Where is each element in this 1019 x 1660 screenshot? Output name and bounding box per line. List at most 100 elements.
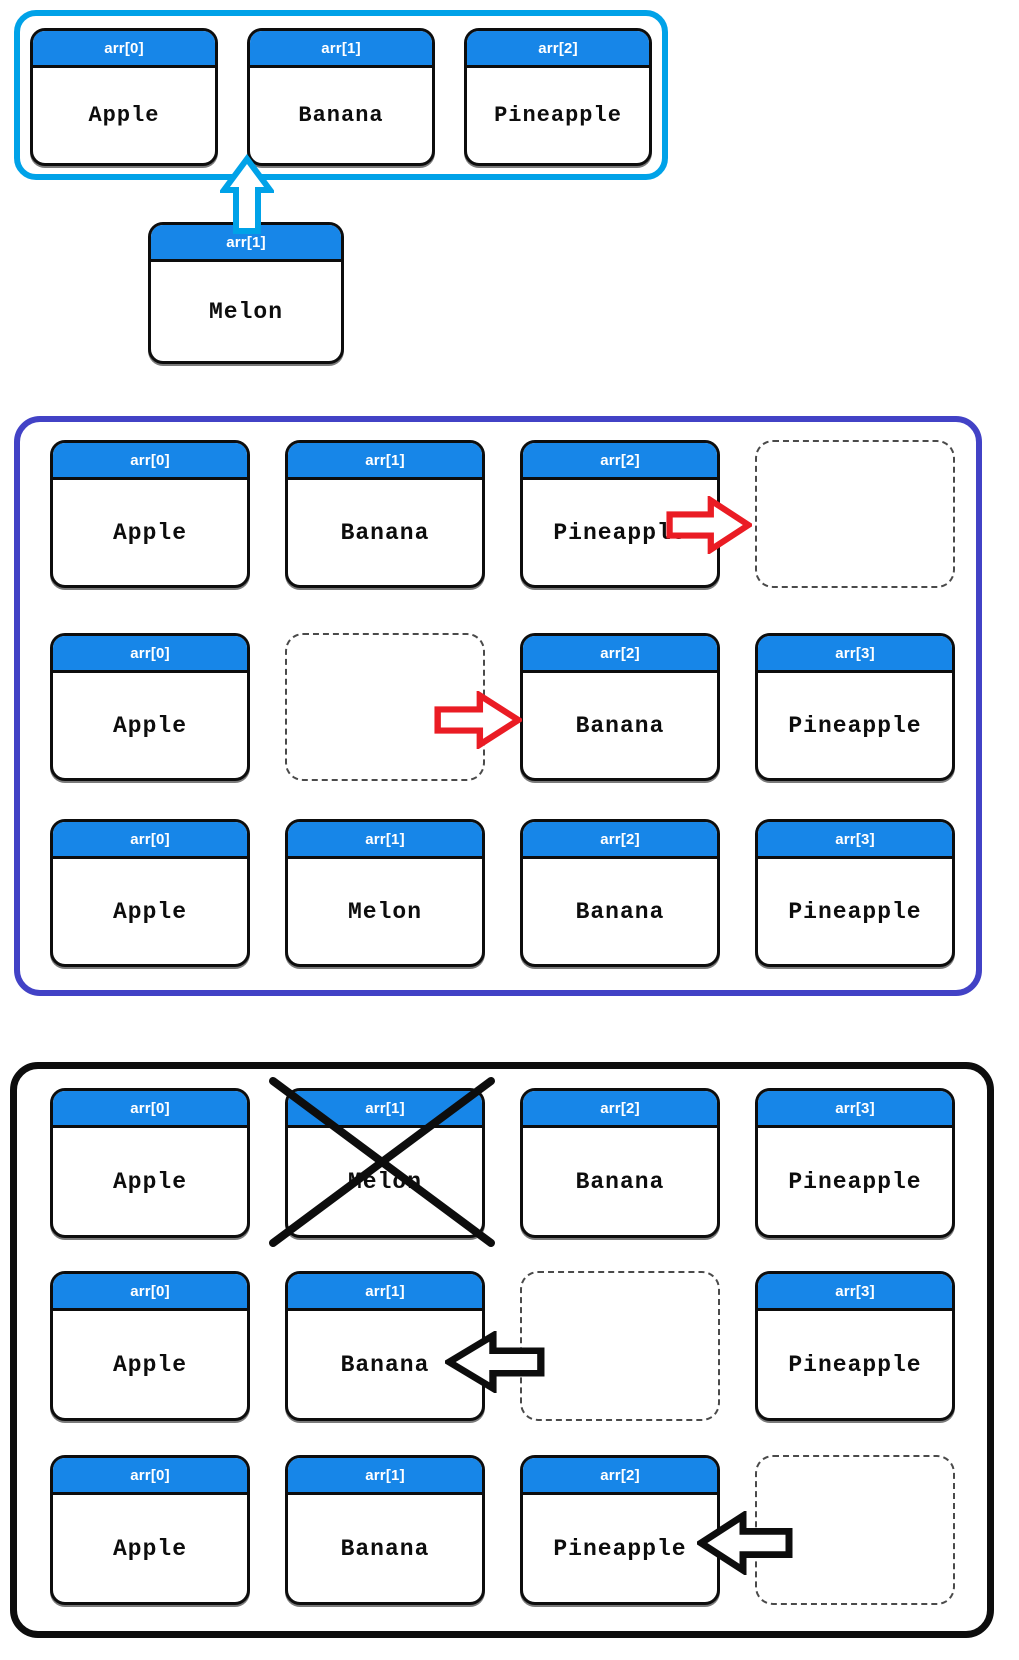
cell-index-label: arr[2] <box>600 644 640 662</box>
cell-value: Apple <box>88 103 160 128</box>
empty-slot-box <box>520 1271 720 1421</box>
cell-index-header: arr[3] <box>758 1274 952 1311</box>
cell-index-label: arr[2] <box>600 1466 640 1484</box>
cell-index-header: arr[0] <box>33 31 215 68</box>
cell-value: Apple <box>112 898 187 925</box>
cell-index-label: arr[2] <box>538 39 578 57</box>
right-arrow-icon <box>666 496 752 554</box>
insertion-step-row: arr[0] Apple arr[1] Banana arr[2] Pineap… <box>20 440 976 588</box>
array-cell: arr[2] Banana <box>520 1088 720 1238</box>
array-slot: arr[0] Apple <box>50 1455 250 1605</box>
array-slot: arr[2] Pineapple <box>520 440 720 588</box>
array-cell: arr[0] Apple <box>30 28 218 166</box>
insertion-steps-group: arr[0] Apple arr[1] Banana arr[2] Pineap… <box>14 416 982 996</box>
cell-index-header: arr[2] <box>523 443 717 480</box>
array-slot: arr[1] Banana <box>285 440 485 588</box>
cell-index-label: arr[0] <box>130 644 170 662</box>
cell-index-header: arr[1] <box>288 1458 482 1495</box>
array-cell: arr[2] Pineapple <box>464 28 652 166</box>
left-arrow-icon <box>445 1331 545 1393</box>
cell-value: Banana <box>340 1351 430 1378</box>
deletion-result-row: arr[0] Apple arr[1] Banana arr[2] Pineap… <box>17 1455 987 1605</box>
array-cell: arr[3] Pineapple <box>755 1088 955 1238</box>
cell-index-label: arr[0] <box>130 1282 170 1300</box>
empty-slot <box>755 1455 955 1605</box>
array-slot: arr[2] Banana <box>520 819 720 967</box>
array-cell: arr[0] Apple <box>50 633 250 781</box>
cell-index-label: arr[3] <box>835 644 875 662</box>
array-slot: arr[0] Apple <box>50 819 250 967</box>
cell-index-header: arr[0] <box>53 1091 247 1128</box>
cell-value: Apple <box>112 712 187 739</box>
array-slot: arr[1] Banana <box>247 28 435 166</box>
array-cell: arr[0] Apple <box>50 1088 250 1238</box>
array-cell: arr[2] Pineapple <box>520 1455 720 1605</box>
deletion-steps-group: arr[0] Apple arr[1] Melon arr[2] Banana <box>10 1062 994 1638</box>
cell-index-header: arr[0] <box>53 636 247 673</box>
array-slot: arr[0] Apple <box>30 28 218 166</box>
cell-value: Banana <box>298 103 384 128</box>
cell-value: Banana <box>340 519 430 546</box>
cell-value: Apple <box>112 1351 187 1378</box>
cell-value: Banana <box>575 712 665 739</box>
cell-value: Pineapple <box>788 898 922 925</box>
cell-index-label: arr[0] <box>130 1466 170 1484</box>
cell-index-label: arr[3] <box>835 830 875 848</box>
cell-index-label: arr[1] <box>365 451 405 469</box>
cell-index-header: arr[2] <box>523 1458 717 1495</box>
cell-value: Apple <box>112 1535 187 1562</box>
array-cell: arr[0] Apple <box>50 819 250 967</box>
cell-value: Pineapple <box>494 103 622 128</box>
cell-index-header: arr[1] <box>288 443 482 480</box>
array-cell: arr[0] Apple <box>50 1455 250 1605</box>
array-slot: arr[0] Apple <box>50 1271 250 1421</box>
array-cell: arr[2] Banana <box>520 633 720 781</box>
cell-index-header: arr[0] <box>53 822 247 859</box>
inserted-cell-slot: arr[1] Melon <box>148 222 344 364</box>
empty-slot <box>755 440 955 588</box>
array-cell: arr[3] Pineapple <box>755 633 955 781</box>
cell-index-label: arr[2] <box>600 830 640 848</box>
cell-value: Banana <box>575 898 665 925</box>
array-cell: arr[1] Banana <box>285 440 485 588</box>
array-slot: arr[1] Banana <box>285 1271 485 1421</box>
left-arrow-icon <box>697 1511 793 1575</box>
insertion-result-row: arr[0] Apple arr[1] Melon arr[2] Banana … <box>20 819 976 967</box>
cell-index-header: arr[2] <box>523 636 717 673</box>
array-slot: arr[2] Banana <box>520 633 720 781</box>
cell-index-label: arr[3] <box>835 1099 875 1117</box>
array-cell: arr[1] Banana <box>285 1271 485 1421</box>
array-slot: arr[3] Pineapple <box>755 1088 955 1238</box>
cell-index-header: arr[2] <box>523 822 717 859</box>
cell-value: Banana <box>575 1168 665 1195</box>
cell-value: Pineapple <box>788 1351 922 1378</box>
array-slot-crossed: arr[1] Melon <box>269 1077 495 1247</box>
deletion-step-row: arr[0] Apple arr[1] Banana arr[3] Pineap… <box>17 1271 987 1421</box>
array-slot: arr[3] Pineapple <box>755 633 955 781</box>
array-slot: arr[2] Pineapple <box>520 1455 720 1605</box>
array-slot: arr[3] Pineapple <box>755 819 955 967</box>
array-slot: arr[1] Banana <box>285 1455 485 1605</box>
empty-slot-box <box>755 1455 955 1605</box>
array-cell: arr[0] Apple <box>50 1271 250 1421</box>
cell-index-header: arr[0] <box>53 1274 247 1311</box>
array-slot: arr[0] Apple <box>50 440 250 588</box>
cross-out-icon <box>267 1076 497 1248</box>
array-cell: arr[1] Banana <box>285 1455 485 1605</box>
cell-index-label: arr[2] <box>600 451 640 469</box>
array-slot: arr[0] Apple <box>50 1088 250 1238</box>
cell-value: Pineapple <box>788 712 922 739</box>
cell-index-header: arr[3] <box>758 636 952 673</box>
cell-value: Apple <box>112 1168 187 1195</box>
right-arrow-icon <box>434 691 522 749</box>
cell-index-label: arr[1] <box>365 830 405 848</box>
cell-value: Banana <box>340 1535 430 1562</box>
cell-index-label: arr[1] <box>365 1282 405 1300</box>
cell-index-label: arr[0] <box>130 451 170 469</box>
cell-index-header: arr[1] <box>288 1274 482 1311</box>
cell-index-header: arr[1] <box>288 822 482 859</box>
cell-index-label: arr[3] <box>835 1282 875 1300</box>
empty-slot <box>520 1271 720 1421</box>
array-cell: arr[2] Banana <box>520 819 720 967</box>
cell-value: Pineapple <box>553 519 687 546</box>
